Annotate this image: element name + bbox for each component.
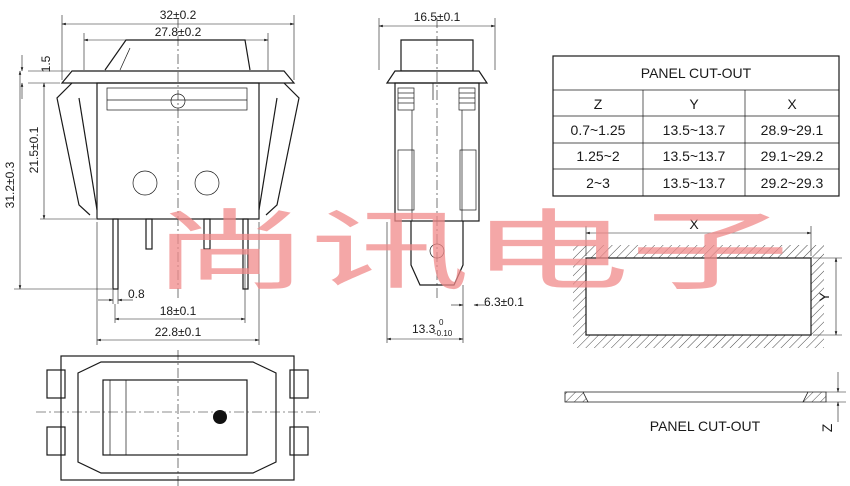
terminal-right (242, 218, 249, 290)
bottom-view (36, 350, 320, 486)
label-y: Y (816, 292, 832, 302)
contact-rivet-left (132, 170, 158, 196)
label-z: Z (819, 423, 835, 432)
contact-rivet-right (194, 170, 220, 196)
dim-flange: 1.5 (39, 55, 53, 72)
table-cell: 2~3 (586, 175, 610, 191)
dim-overall-width: 32±0.2 (160, 8, 197, 22)
table-cell: 29.1~29.2 (761, 148, 824, 164)
front-dimensions: 32±0.2 27.8±0.2 1.5 31.2±0.3 21.5±0.1 0.… (3, 8, 295, 345)
watermark-text: 尚讯电子 (150, 200, 790, 303)
side-view (385, 18, 489, 300)
dim-pin-gap: 0.8 (128, 287, 145, 301)
table-cell: 13.5~13.7 (663, 175, 726, 191)
bezel-frame (77, 361, 277, 474)
panel-cutout-plan: X Y (573, 216, 842, 348)
table-cell: 0.7~1.25 (571, 122, 626, 138)
cutout-opening (585, 257, 812, 336)
dim-side-depth: 13.3 (412, 322, 436, 336)
terminal-middle (145, 218, 153, 250)
on-indicator-dot (213, 410, 227, 424)
table-cell: 13.5~13.7 (663, 122, 726, 138)
side-terminal (410, 221, 464, 286)
panel-cutout-section: Z PANEL CUT-OUT (564, 372, 846, 434)
table-cell: 13.5~13.7 (663, 148, 726, 164)
cutout-caption: PANEL CUT-OUT (650, 418, 761, 434)
right-snap-clip (265, 82, 300, 216)
bezel-outline (60, 355, 295, 481)
table-title: PANEL CUT-OUT (641, 65, 752, 81)
front-view (56, 18, 300, 300)
label-x: X (689, 216, 699, 232)
table-cell: 29.2~29.3 (761, 175, 824, 191)
side-dimensions: 16.5±0.1 6.3±0.1 13.3 0 -0.10 (378, 10, 524, 343)
rocker-face (102, 379, 248, 456)
dim-base-width: 22.8±0.1 (155, 325, 202, 339)
table-header-y: Y (689, 96, 699, 112)
dim-body-height: 21.5±0.1 (27, 126, 41, 173)
table-cell: 1.25~2 (576, 148, 619, 164)
left-snap-clip (56, 82, 91, 216)
dim-side-depth-tol-upper: 0 (439, 318, 444, 327)
dim-inner-width: 27.8±0.2 (155, 25, 202, 39)
table-header-z: Z (594, 96, 603, 112)
dim-side-depth-tol-lower: -0.10 (434, 329, 453, 338)
table-cell: 28.9~29.1 (761, 122, 824, 138)
dim-pin-pitch: 18±0.1 (160, 304, 197, 318)
dim-side-width: 16.5±0.1 (414, 10, 461, 24)
table-header-x: X (787, 96, 797, 112)
dim-terminal: 6.3±0.1 (484, 295, 524, 309)
terminal-left (112, 218, 119, 290)
cutout-table: PANEL CUT-OUT Z Y X 0.7~1.25 13.5~13.7 2… (552, 55, 840, 197)
dim-overall-height: 31.2±0.3 (3, 161, 17, 208)
